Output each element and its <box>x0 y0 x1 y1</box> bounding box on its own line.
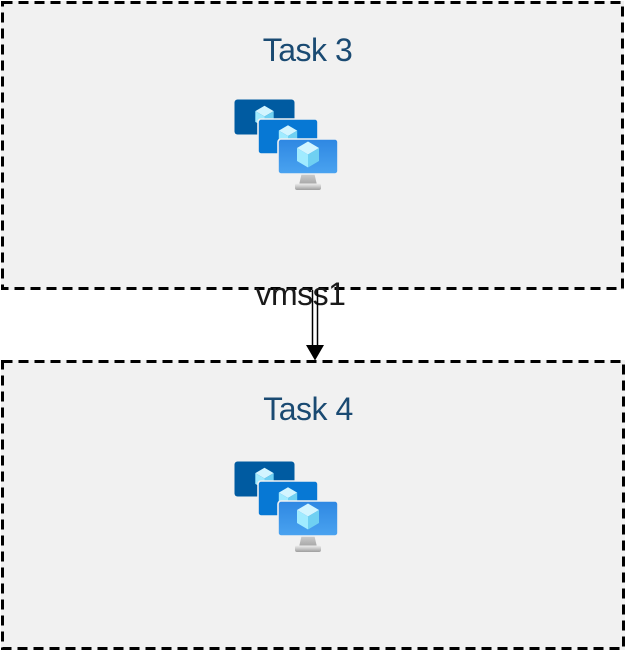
arrowhead-icon <box>306 345 324 361</box>
task4-box: Task 4 Custom auto scale rules <box>1 360 625 654</box>
down-arrow-connector <box>306 290 324 361</box>
task3-box: Task 3 vmss1 Zone 1, 2, 3 <box>1 1 624 429</box>
vm-scale-sets-icon <box>234 99 340 191</box>
task4-labels: Custom auto scale rules <box>1 574 601 654</box>
vm-scale-sets-icon <box>234 461 340 553</box>
task3-title: Task 3 <box>262 32 353 68</box>
task4-title: Task 4 <box>263 391 353 427</box>
vm-scale-sets-icon-graphic <box>234 461 340 553</box>
vmss-name-label: vmss1 <box>255 276 346 312</box>
vm-scale-sets-icon-graphic <box>234 99 340 191</box>
